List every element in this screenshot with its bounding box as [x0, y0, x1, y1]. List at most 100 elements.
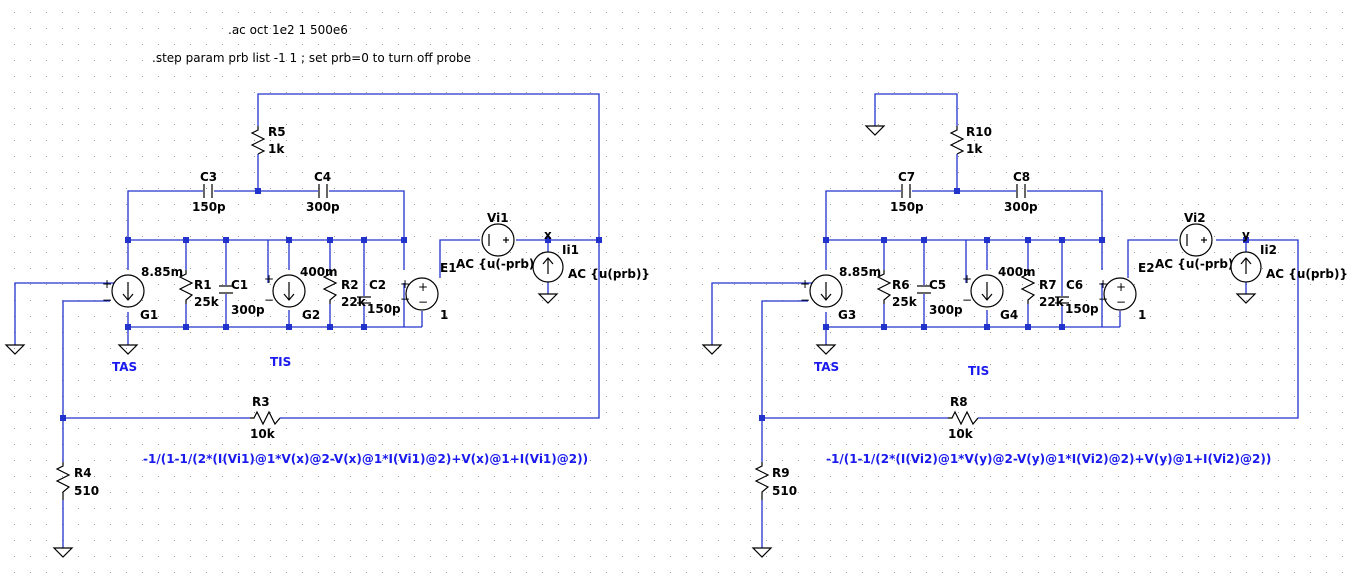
tis-label: TIS — [270, 355, 291, 369]
g3-value: 8.85m — [839, 265, 881, 279]
e1-name: E1 — [440, 261, 457, 275]
capacitor-c1[interactable]: C1 300p — [219, 278, 265, 317]
r4-name: R4 — [74, 466, 92, 480]
resistor-r7[interactable]: R7 22k — [1020, 270, 1065, 309]
r6-value: 25k — [892, 295, 918, 309]
e2-value: 1 — [1138, 308, 1146, 322]
r1-name: R1 — [194, 278, 212, 292]
ground-icon — [751, 547, 773, 558]
resistor-r10[interactable]: R10 1k — [949, 125, 992, 156]
r3-value: 10k — [250, 427, 276, 441]
vccs-g2[interactable]: + − 400m G2 — [264, 265, 338, 322]
g4-name: G4 — [1000, 308, 1018, 322]
junctions-left — [60, 188, 602, 421]
g1-name: G1 — [140, 308, 158, 322]
r8-value: 10k — [948, 427, 974, 441]
resistor-r6[interactable]: R6 25k — [876, 270, 918, 309]
voltage-source-vi2[interactable]: Vi2 AC {u(-prb)} — [1155, 211, 1242, 271]
resistor-r5[interactable]: R5 1k — [250, 125, 286, 156]
current-source-ii1[interactable]: Ii1 AC {u(prb)} — [532, 243, 650, 283]
g4-value: 400m — [998, 265, 1036, 279]
capacitor-c6[interactable]: C6 150p — [1055, 278, 1099, 316]
circuit-right: R10 1k C7 150p C8 300p + − 8.85m G3 R6 2… — [701, 93, 1348, 558]
r1-value: 25k — [194, 295, 220, 309]
capacitor-c2[interactable]: C2 150p — [357, 278, 401, 316]
capacitor-c7[interactable]: C7 150p — [890, 170, 924, 214]
formula-right[interactable]: -1/(1-1/(2*(I(Vi2)@1*V(y)@2-V(y)@1*I(Vi2… — [826, 452, 1271, 466]
ii1-value: AC {u(prb)} — [568, 267, 650, 281]
c2-value: 150p — [367, 302, 401, 316]
c4-value: 300p — [306, 200, 340, 214]
r2-value: 22k — [341, 295, 367, 309]
capacitor-c3[interactable]: C3 150p — [192, 170, 226, 214]
formula-left[interactable]: -1/(1-1/(2*(I(Vi1)@1*V(x)@2-V(x)@1*I(Vi1… — [143, 452, 588, 466]
ii2-name: Ii2 — [1260, 243, 1277, 257]
node-y-label: y — [1242, 228, 1250, 242]
tas-label: TAS — [814, 360, 839, 374]
r6-name: R6 — [892, 278, 910, 292]
vi1-name: Vi1 — [487, 211, 509, 225]
voltage-source-vi1[interactable]: Vi1 AC {u(-prb)} — [456, 211, 543, 271]
junctions-right — [759, 188, 1249, 421]
tas-label: TAS — [112, 360, 137, 374]
resistor-r2[interactable]: R2 22k — [322, 270, 367, 309]
g1-value: 8.85m — [141, 265, 183, 279]
vccs-g1[interactable]: + − 8.85m G1 — [102, 265, 183, 322]
resistor-r4[interactable]: R4 510 — [55, 462, 99, 500]
r9-name: R9 — [772, 466, 790, 480]
g3-name: G3 — [838, 308, 856, 322]
svg-text:+: + — [962, 272, 972, 286]
c7-value: 150p — [890, 200, 924, 214]
svg-text:+: + — [800, 277, 810, 291]
ground-icon — [4, 344, 26, 355]
c6-value: 150p — [1065, 302, 1099, 316]
vi2-name: Vi2 — [1184, 211, 1206, 225]
svg-text:−: − — [264, 293, 274, 307]
r10-value: 1k — [966, 142, 983, 156]
c1-value: 300p — [231, 303, 265, 317]
vcvs-e1[interactable]: + − + − E1 1 — [400, 261, 457, 322]
ii1-name: Ii1 — [562, 243, 579, 257]
r7-value: 22k — [1039, 295, 1065, 309]
resistor-r3[interactable]: R3 10k — [250, 395, 281, 441]
svg-text:−: − — [418, 295, 428, 309]
vi2-value: AC {u(-prb)} — [1155, 257, 1242, 271]
tis-label: TIS — [968, 364, 989, 378]
ii2-value: AC {u(prb)} — [1266, 267, 1348, 281]
circuit-left: R5 1k C3 150p C4 300p + − 8.85m G1 R1 — [4, 93, 650, 558]
r3-name: R3 — [252, 395, 270, 409]
ground-icon — [52, 547, 74, 558]
capacitor-c4[interactable]: C4 300p — [306, 170, 340, 214]
ac-directive[interactable]: .ac oct 1e2 1 500e6 — [228, 23, 348, 37]
svg-text:−: − — [102, 293, 112, 307]
vcvs-e2[interactable]: + − + − E2 1 — [1098, 261, 1155, 322]
svg-text:+: + — [400, 277, 410, 291]
c5-value: 300p — [929, 303, 963, 317]
r5-value: 1k — [268, 142, 285, 156]
svg-text:−: − — [400, 292, 410, 306]
svg-text:−: − — [962, 293, 972, 307]
ground-icon — [537, 293, 559, 304]
node-x-label: x — [544, 228, 552, 242]
capacitor-c8[interactable]: C8 300p — [1004, 170, 1038, 214]
capacitor-c5[interactable]: C5 300p — [917, 278, 963, 317]
c1-name: C1 — [231, 278, 248, 292]
svg-text:+: + — [1098, 277, 1108, 291]
svg-text:+: + — [418, 280, 428, 294]
current-source-ii2[interactable]: Ii2 AC {u(prb)} — [1230, 243, 1348, 283]
resistor-r9[interactable]: R9 510 — [754, 462, 797, 500]
c5-name: C5 — [929, 278, 946, 292]
vccs-g3[interactable]: + − 8.85m G3 — [800, 265, 881, 322]
svg-text:+: + — [102, 277, 112, 291]
e1-value: 1 — [440, 308, 448, 322]
resistor-r8[interactable]: R8 10k — [948, 395, 979, 441]
step-directive[interactable]: .step param prb list -1 1 ; set prb=0 to… — [152, 51, 471, 65]
r2-name: R2 — [341, 278, 359, 292]
g2-name: G2 — [302, 308, 320, 322]
resistor-r1[interactable]: R1 25k — [178, 270, 220, 309]
svg-text:+: + — [264, 272, 274, 286]
ground-icon — [701, 344, 723, 355]
svg-text:−: − — [1098, 292, 1108, 306]
svg-text:−: − — [800, 293, 810, 307]
